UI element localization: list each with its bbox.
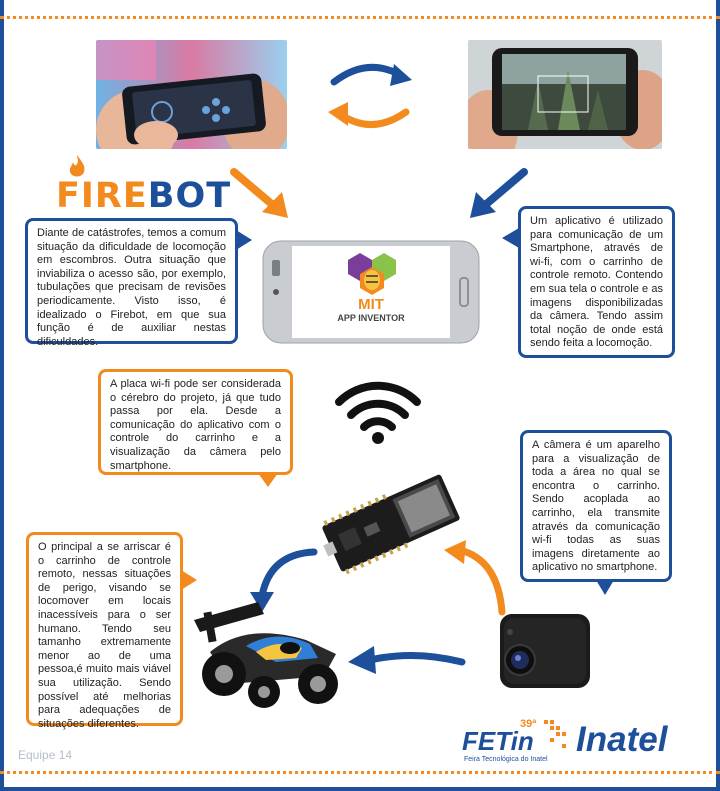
top-dotted-line <box>0 16 720 19</box>
intro-bubble: Diante de catástrofes, temos a comum sit… <box>25 218 238 348</box>
flame-icon <box>69 155 85 177</box>
team-label: Equipe 14 <box>18 748 73 762</box>
fetin-subtitle: Feira Tecnológica do Inatel <box>464 756 548 763</box>
wifi-board-text: A placa wi-fi pode ser considerada o cér… <box>110 378 281 472</box>
firebot-logo-fire: FIRE <box>56 176 148 216</box>
camera-bubble-tail <box>596 580 614 595</box>
left-border-bar <box>0 0 4 791</box>
app-inventor-label: APP INVENTOR <box>337 313 405 323</box>
mini-camera-image <box>500 614 590 688</box>
firebot-logo-bot: BOT <box>147 176 232 216</box>
bottom-dotted-line <box>0 771 720 774</box>
orange-arrow-icon <box>230 168 288 218</box>
rc-car-image <box>194 602 338 708</box>
fetin-edition: 39ª <box>520 718 537 730</box>
fetin-logo: 39ª FETin Feira Tecnológica do Inatel <box>462 718 572 768</box>
bottom-border-bar <box>0 787 720 791</box>
app-bubble-tail <box>502 228 519 248</box>
blue-arrow-icon <box>470 168 528 218</box>
camera-to-board-arrow-icon <box>444 540 506 616</box>
camera-bubble: A câmera é um aparelho para a visualizaç… <box>520 430 672 582</box>
mit-label: MIT <box>358 296 384 313</box>
phone-camera-photo <box>468 40 662 149</box>
right-border-bar <box>716 0 720 791</box>
car-bubble: O principal a se arriscar é o carrinho d… <box>26 532 183 730</box>
app-text: Um aplicativo é utilizado para comunicaç… <box>530 215 663 350</box>
car-text: O principal a se arriscar é o carrinho d… <box>38 541 171 730</box>
inatel-logo: Inatel <box>576 720 668 759</box>
swap-arrows-icon <box>328 63 412 128</box>
car-bubble-tail <box>181 570 197 590</box>
wifi-board-bubble-tail <box>258 473 278 487</box>
intro-bubble-tail <box>236 230 252 250</box>
wifi-icon <box>335 381 421 444</box>
phone-controller-photo <box>96 40 287 149</box>
app-bubble: Um aplicativo é utilizado para comunicaç… <box>518 206 675 358</box>
fetin-name: FETin <box>462 726 534 756</box>
smartphone-app-inventor: MIT APP INVENTOR <box>262 240 480 344</box>
firebot-logo: FIREBOT <box>56 176 231 216</box>
camera-to-car-arrow-icon <box>348 646 466 674</box>
wifi-board-bubble: A placa wi-fi pode ser considerada o cér… <box>98 369 293 475</box>
intro-text: Diante de catástrofes, temos a comum sit… <box>37 227 226 348</box>
esp32-board-image <box>322 474 460 575</box>
board-to-car-arrow-icon <box>250 548 318 612</box>
camera-text: A câmera é um aparelho para a visualizaç… <box>532 439 660 574</box>
